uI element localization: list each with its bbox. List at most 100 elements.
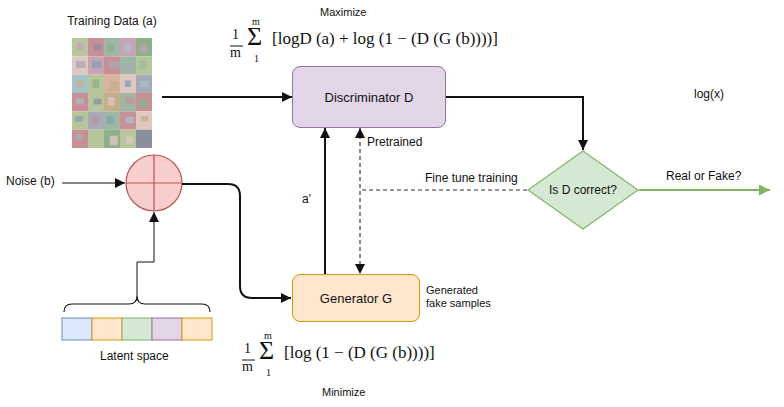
discriminator-box: Discriminator D <box>292 66 446 128</box>
image-tile <box>136 93 152 111</box>
image-tile <box>136 56 152 74</box>
image-tile <box>88 130 104 148</box>
image-detail <box>107 117 113 124</box>
formula-part: m <box>242 360 253 374</box>
image-tile <box>120 130 136 148</box>
fine-tune-line <box>362 190 527 191</box>
sum-junction <box>126 155 182 211</box>
latent-label: Latent space <box>100 350 169 364</box>
training-data-image: Training Data (a) <box>62 14 162 150</box>
image-detail <box>75 116 83 121</box>
sum-symbol: Σ <box>247 24 262 50</box>
image-tile <box>120 38 136 56</box>
connector <box>446 97 583 150</box>
image-detail <box>126 98 135 104</box>
sum-symbol: Σ <box>259 338 274 364</box>
edge-label: Pretrained <box>365 136 424 150</box>
image-tile <box>120 75 136 93</box>
image-tile <box>104 130 120 148</box>
image-tile <box>88 93 104 111</box>
latent-cell <box>182 318 212 340</box>
image-detail <box>140 81 149 87</box>
junction-cross <box>153 155 154 211</box>
image-detail <box>139 99 148 108</box>
node-title: Generator G <box>320 291 392 306</box>
image-detail <box>141 116 148 121</box>
image-detail <box>124 63 133 69</box>
image-detail <box>92 61 101 68</box>
image-tile <box>88 75 104 93</box>
image-detail <box>76 99 84 104</box>
image-detail <box>92 79 99 88</box>
edge-label: a' <box>300 193 313 207</box>
noise-arrow <box>62 183 125 184</box>
formula-part: 1 <box>266 368 271 378</box>
image-tile <box>88 56 104 74</box>
formula-part: 1 <box>244 342 251 356</box>
image-tile <box>104 93 120 111</box>
output-label: Real or Fake? <box>666 170 741 184</box>
image-tile <box>136 130 152 148</box>
function-note: log(x) <box>694 88 724 102</box>
image-detail <box>124 43 130 53</box>
image-detail <box>142 135 152 143</box>
node-title: Is D correct? <box>549 183 617 197</box>
connector <box>324 128 326 274</box>
latent-cell <box>62 318 92 340</box>
image-detail <box>77 42 84 49</box>
latent-wire <box>137 212 154 296</box>
image-detail <box>109 81 119 91</box>
formula-part: m <box>230 46 241 60</box>
formula-part: 1 <box>254 54 259 64</box>
image-tile <box>120 93 136 111</box>
flow-label: Fine tune training <box>425 172 518 186</box>
loss-formula: [log (1 − (D (G (b))))] <box>284 344 435 361</box>
image-tile <box>136 75 152 93</box>
connector <box>162 96 292 98</box>
image-detail <box>94 99 102 105</box>
image-tile <box>72 75 88 93</box>
image-detail <box>139 60 147 68</box>
image-detail <box>108 97 115 106</box>
output-arrow <box>639 189 770 191</box>
heading-note: Minimize <box>322 386 365 399</box>
image-detail <box>94 44 102 50</box>
image-tile <box>88 38 104 56</box>
image-tile <box>120 56 136 74</box>
latent-brace <box>64 296 210 312</box>
image-tile <box>104 111 120 129</box>
training-image-grid <box>72 38 152 148</box>
connector <box>360 128 361 274</box>
image-tile <box>136 38 152 56</box>
image-detail <box>92 118 99 124</box>
image-tile <box>104 38 120 56</box>
image-detail <box>76 80 84 87</box>
image-detail <box>107 43 114 51</box>
generator-box: Generator G <box>292 274 420 322</box>
decision-diamond: Is D correct? <box>527 150 639 230</box>
image-tile <box>104 56 120 74</box>
image-detail <box>110 61 120 68</box>
image-detail <box>76 61 86 68</box>
image-detail <box>140 45 147 52</box>
input-wire <box>182 184 291 298</box>
image-detail <box>126 136 134 143</box>
image-detail <box>125 117 134 124</box>
latent-cell <box>152 318 182 340</box>
image-tile <box>72 130 88 148</box>
image-tile <box>136 111 152 129</box>
formula-part: 1 <box>232 28 239 42</box>
output-note: Generated fake samples <box>426 284 498 309</box>
image-tile <box>72 111 88 129</box>
image-detail <box>75 134 82 139</box>
latent-cell <box>92 318 122 340</box>
latent-cell <box>122 318 152 340</box>
node-title: Discriminator D <box>325 90 414 105</box>
node-title: Training Data (a) <box>62 14 162 28</box>
image-tile <box>72 38 88 56</box>
image-detail <box>125 80 131 87</box>
loss-formula: [logD (a) + log (1 − (D (G (b))))] <box>272 30 498 47</box>
input-label: Noise (b) <box>6 175 55 189</box>
image-tile <box>88 111 104 129</box>
